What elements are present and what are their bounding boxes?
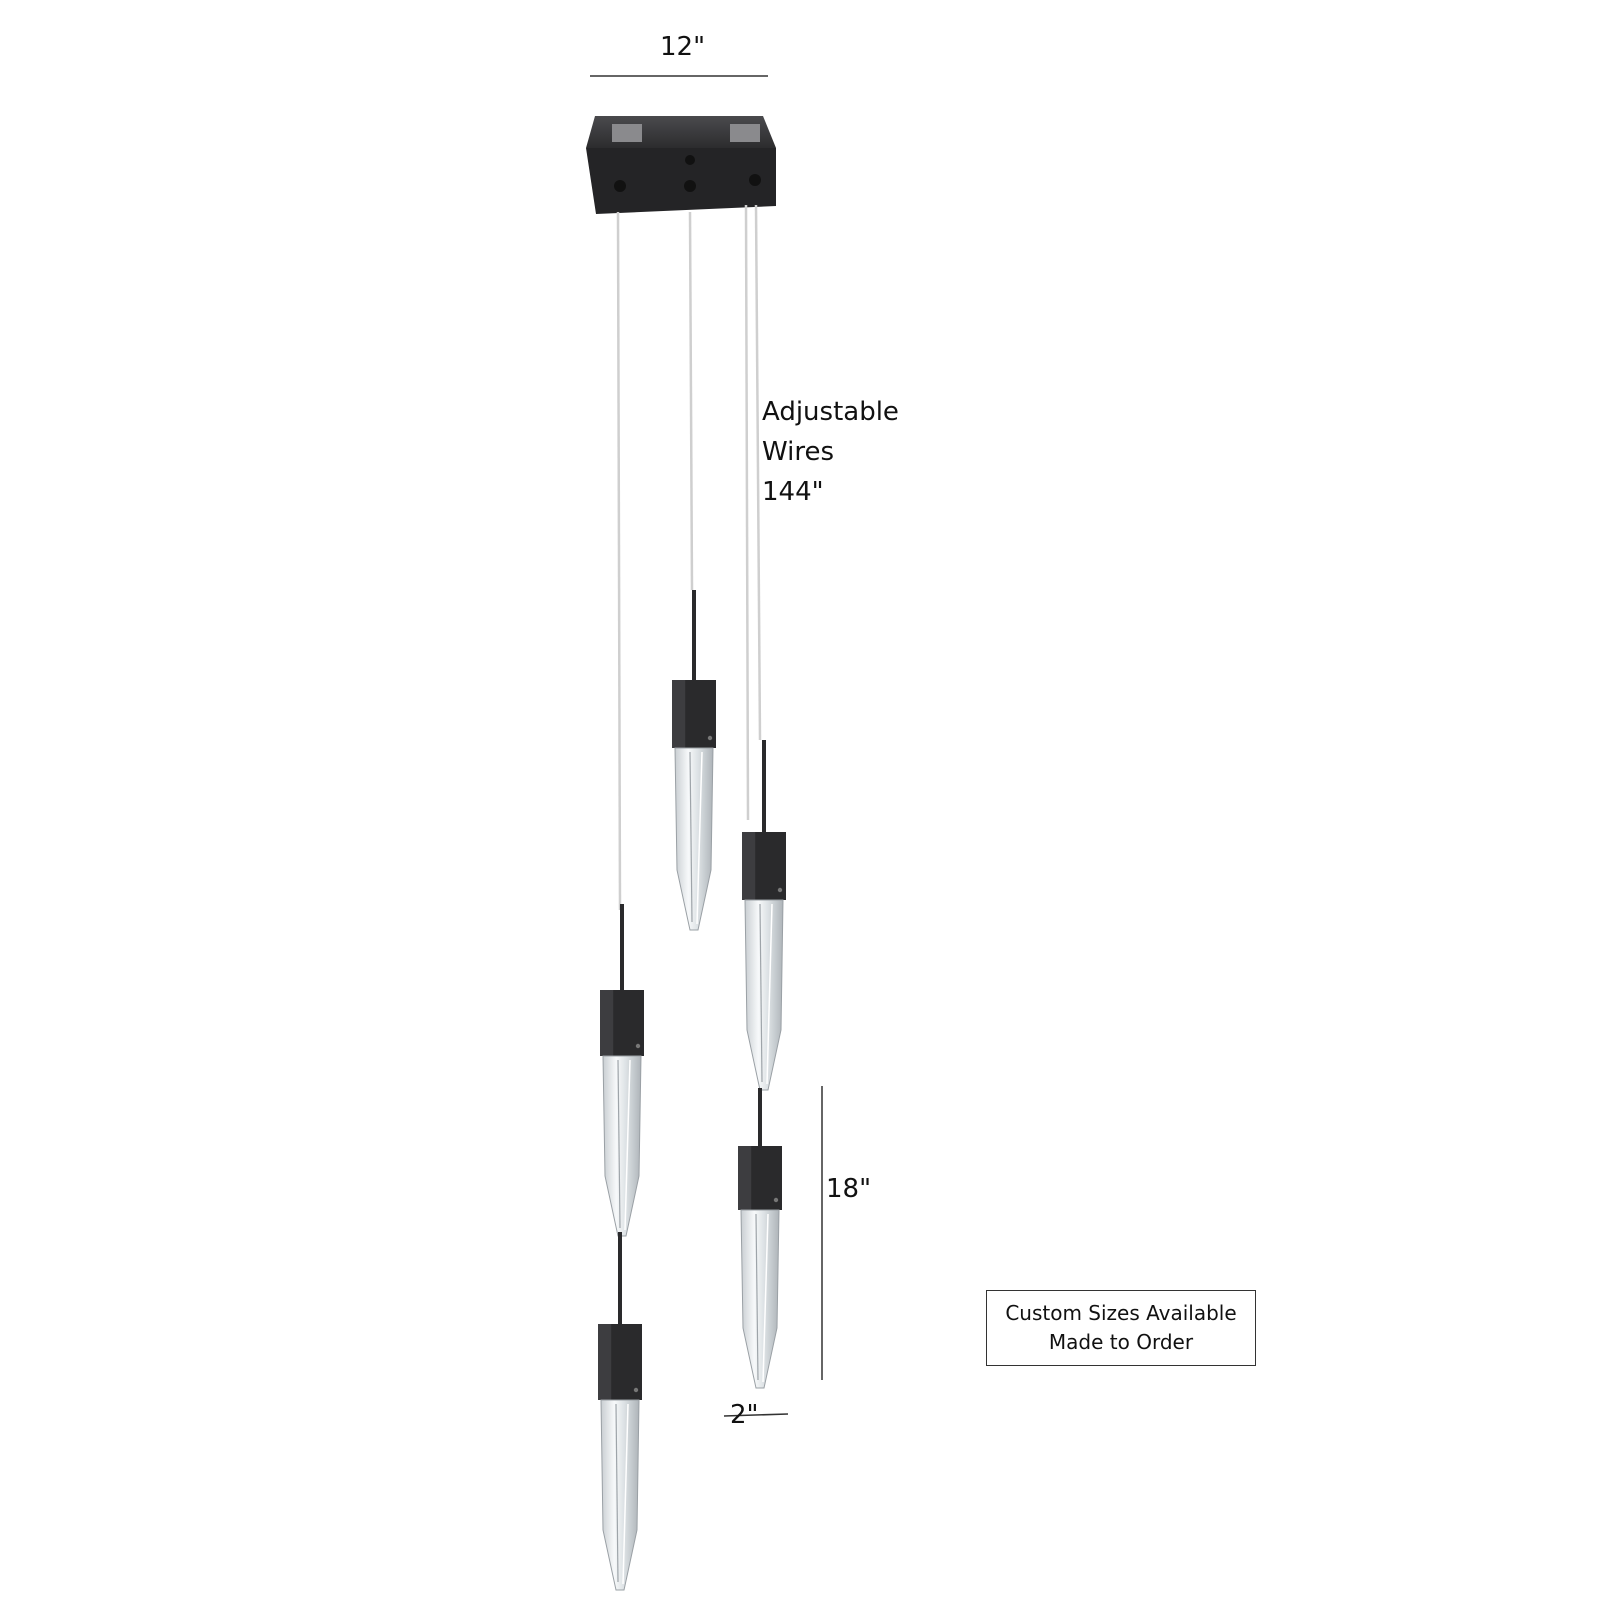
pendant-crystal-highlight (624, 1059, 631, 1231)
canopy-mount-top-center (685, 155, 695, 165)
wire-label-line-1: Adjustable (762, 397, 899, 427)
custom-sizes-note: Custom Sizes Available Made to Order (986, 1290, 1256, 1366)
wire-right-inner (744, 204, 750, 821)
pendant-socket-screw (777, 887, 783, 893)
pendant-socket-screw (773, 1197, 779, 1203)
canopy-mount-left (614, 180, 626, 192)
wire-label-line-3: 144" (762, 477, 824, 507)
pendant-2 (742, 740, 786, 1091)
pendant-crystal (744, 899, 784, 1091)
pendant-socket-highlight (600, 990, 614, 1056)
pendant-socket-highlight (742, 832, 756, 900)
canopy-width-label: 12" (660, 32, 706, 62)
note-line-1: Custom Sizes Available (1005, 1301, 1237, 1325)
pendant-crystal-highlight (696, 751, 703, 925)
wire-right-outer (754, 204, 762, 741)
pendant-width-dimension-line (723, 1413, 789, 1417)
pendant-socket-screw (707, 735, 713, 741)
pendant-5 (598, 1232, 642, 1591)
pendants (598, 590, 786, 1591)
canopy (586, 116, 776, 214)
pendant-crystal-highlight (766, 903, 773, 1085)
pendant-socket-highlight (738, 1146, 752, 1210)
note-line-2: Made to Order (1048, 1330, 1194, 1354)
pendant-crystal-facet (755, 1213, 759, 1381)
pendant-crystal (740, 1209, 780, 1389)
pendant-crystal-facet (615, 1403, 619, 1583)
pendant-crystal (674, 747, 714, 931)
pendant-1 (672, 590, 716, 931)
wire-label-line-2: Wires (762, 437, 835, 467)
suspension-wires (616, 204, 762, 911)
canopy-mount-center (684, 180, 696, 192)
wire-left (616, 211, 622, 911)
pendant-socket-highlight (672, 680, 686, 748)
pendant-crystal (600, 1399, 640, 1591)
wire-length-label: Adjustable Wires 144" (762, 392, 899, 512)
pendant-socket-highlight (598, 1324, 612, 1400)
pendant-3 (600, 904, 644, 1237)
canopy-front-face (586, 148, 776, 214)
pendant-crystal-facet (617, 1059, 621, 1229)
pendant-socket-screw (633, 1387, 639, 1393)
pendant-crystal-highlight (622, 1403, 629, 1585)
pendant-crystal-highlight (762, 1213, 769, 1383)
pendant-crystal-facet (689, 751, 693, 923)
canopy-vent-left (612, 124, 642, 142)
pendant-crystal (602, 1055, 642, 1237)
pendant-socket-screw (635, 1043, 641, 1049)
canopy-vent-right (730, 124, 760, 142)
wire-center (688, 211, 694, 591)
pendant-crystal-facet (759, 903, 763, 1083)
pendant-length-label: 18" (826, 1174, 872, 1204)
canopy-mount-right (749, 174, 761, 186)
pendant-4 (738, 1088, 782, 1389)
pendant-width-label: 2" (730, 1400, 759, 1430)
